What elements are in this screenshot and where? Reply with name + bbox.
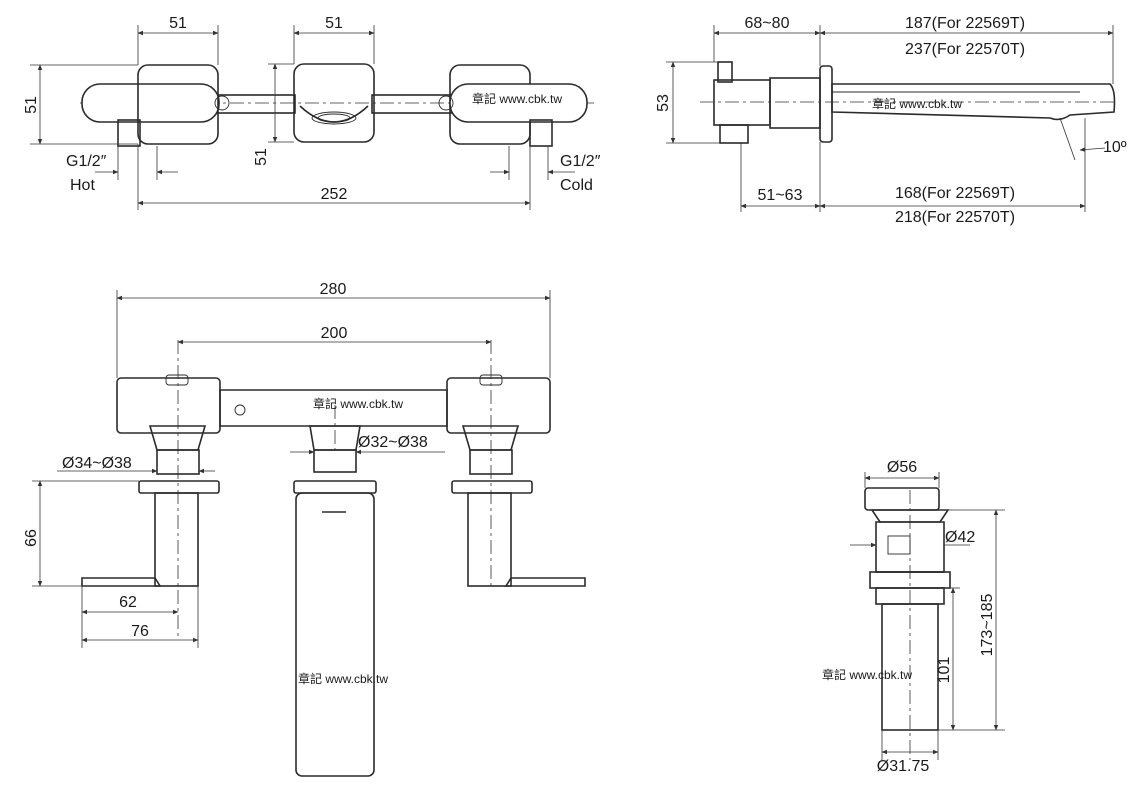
dim-spout-escutcheon: Ø32~Ø38 [358, 434, 428, 451]
dim-overall-top: 252 [321, 186, 348, 203]
dim-reach-b: 218(For 22570T) [895, 209, 1015, 226]
hot-label: Hot [70, 177, 95, 194]
side-spout [831, 83, 1116, 121]
dim-spout-b: 237(For 22570T) [905, 41, 1025, 58]
dim-drain-cap: Ø56 [887, 459, 917, 476]
dim-mid-vertical: 51 [253, 148, 270, 166]
top-view: 51 51 51 51 252 G1/2″ Hot G1/2″ Cold [23, 15, 601, 210]
dim-wall: 68~80 [745, 15, 790, 32]
dim-handle-height: 66 [23, 529, 40, 547]
watermark-5: 章記 www.cbk.tw [822, 667, 912, 682]
drain-cap [864, 487, 940, 511]
drain-tail [881, 603, 939, 731]
front-spout [295, 492, 375, 777]
hot-thread: G1/2″ [66, 153, 107, 170]
watermark-3: 章記 www.cbk.tw [313, 396, 403, 411]
hot-lever [81, 83, 220, 123]
front-hot-handle [154, 492, 199, 587]
side-view: 68~80 187(For 22569T) 237(For 22570T) 53… [655, 15, 1127, 226]
spout-top [293, 63, 375, 143]
cold-thread: G1/2″ [560, 153, 601, 170]
cold-label: Cold [560, 177, 593, 194]
cold-lever [449, 83, 588, 123]
dim-drain-body: Ø42 [945, 529, 975, 546]
front-cold-body [446, 377, 551, 434]
hot-valve-body [137, 64, 219, 145]
dim-reach-a: 168(For 22569T) [895, 185, 1015, 202]
dim-handle-escutcheon: Ø34~Ø38 [62, 455, 132, 472]
dim-handle-reach: 62 [119, 594, 137, 611]
front-view: 280 200 Ø34~Ø38 Ø32~Ø38 66 62 76 章記 www.… [23, 281, 586, 777]
watermark-2: 章記 www.cbk.tw [872, 96, 962, 111]
watermark-1: 章記 www.cbk.tw [472, 91, 562, 106]
dim-top-left: 51 [169, 15, 187, 32]
front-hot-body [116, 377, 221, 434]
dim-depth: 51~63 [758, 187, 803, 204]
dim-top-mid: 51 [325, 15, 343, 32]
dim-drain-tail-dia: Ø31.75 [877, 758, 930, 775]
dim-drain-tail: 101 [936, 657, 953, 684]
dim-angle: 10º [1103, 139, 1127, 156]
dim-front-centers: 200 [321, 325, 348, 342]
watermark-4: 章記 www.cbk.tw [298, 671, 388, 686]
dim-left-vertical: 51 [23, 96, 40, 114]
side-valve-body [713, 79, 771, 126]
dim-drain-total: 173~185 [979, 594, 996, 657]
dim-height: 53 [655, 94, 672, 112]
wall-flange [819, 65, 833, 143]
drain-view: Ø56 Ø42 173~185 101 Ø31.75 章記 www.cbk.tw [822, 459, 1005, 775]
front-cold-handle [467, 492, 512, 587]
dim-handle-length: 76 [131, 623, 149, 640]
dim-spout-a: 187(For 22569T) [905, 15, 1025, 32]
dim-front-overall: 280 [320, 281, 347, 298]
